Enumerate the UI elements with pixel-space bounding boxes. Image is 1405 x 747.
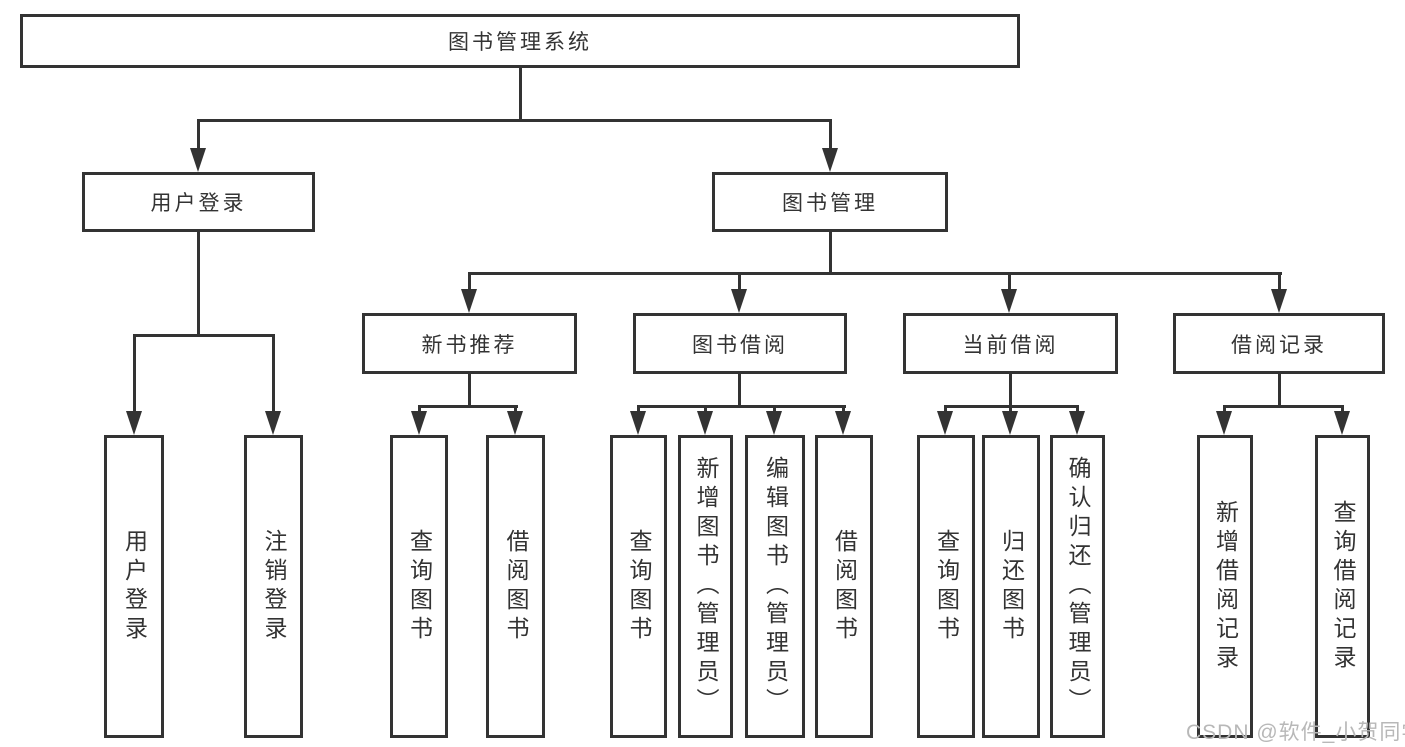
arrow-down-icon (731, 289, 747, 313)
arrow-down-icon (937, 411, 953, 435)
node-new-book-recommendation: 新书推荐 (362, 313, 577, 374)
node-label: 图书借阅 (692, 333, 788, 357)
connector-vline (197, 119, 200, 152)
leaf-label: 编辑图书（管理员） (762, 456, 789, 717)
connector-vline (829, 230, 832, 275)
connector-hline (468, 272, 1282, 275)
connector-vline (1223, 405, 1226, 415)
arrow-down-icon (697, 411, 713, 435)
node-label: 新书推荐 (421, 333, 518, 357)
connector-vline (944, 405, 947, 415)
connector-vline (738, 372, 741, 407)
connector-vline (1009, 372, 1012, 407)
arrow-down-icon (1271, 289, 1287, 313)
connector-vline (1076, 405, 1079, 415)
node-label: 图书管理 (782, 192, 878, 215)
leaf-add-books-admin: 新增图书（管理员） (678, 435, 733, 738)
arrow-down-icon (461, 289, 477, 313)
connector-vline (468, 372, 471, 407)
node-label: 借阅记录 (1231, 333, 1327, 357)
connector-vline (418, 405, 421, 415)
arrow-down-icon (126, 411, 142, 435)
connector-hline (1224, 405, 1344, 408)
node-book-borrowing: 图书借阅 (633, 313, 847, 374)
arrow-down-icon (1334, 411, 1350, 435)
leaf-query-books-borrow: 查询图书 (610, 435, 667, 738)
node-label: 图书管理系统 (448, 31, 592, 54)
leaf-label: 确认归还（管理员） (1065, 456, 1091, 717)
connector-vline (1008, 272, 1011, 294)
arrow-down-icon (411, 411, 427, 435)
connector-vline (197, 230, 200, 337)
connector-vline (133, 334, 136, 415)
node-label: 用户登录 (150, 192, 247, 215)
node-label: 当前借阅 (962, 333, 1059, 357)
leaf-label: 注销登录 (261, 528, 287, 645)
connector-vline (842, 405, 845, 415)
leaf-label: 新增图书（管理员） (693, 456, 719, 717)
leaf-label: 查询图书 (933, 528, 960, 645)
arrow-down-icon (822, 148, 838, 172)
leaf-borrow-books: 借阅图书 (815, 435, 873, 738)
connector-vline (773, 405, 776, 415)
leaf-add-borrow-record: 新增借阅记录 (1197, 435, 1253, 738)
node-user-login: 用户登录 (82, 172, 315, 232)
leaf-label: 用户登录 (121, 528, 148, 645)
arrow-down-icon (265, 411, 281, 435)
connector-vline (704, 405, 707, 415)
connector-vline (829, 119, 832, 152)
leaf-query-books-recommend: 查询图书 (390, 435, 448, 738)
arrow-down-icon (1069, 411, 1085, 435)
connector-vline (637, 405, 640, 415)
leaf-label: 查询图书 (406, 528, 433, 645)
arrow-down-icon (190, 148, 206, 172)
connector-vline (519, 66, 522, 122)
leaf-edit-books-admin: 编辑图书（管理员） (745, 435, 805, 738)
connector-vline (738, 272, 741, 294)
connector-hline (197, 119, 832, 122)
leaf-label: 查询图书 (626, 528, 652, 645)
arrow-down-icon (507, 411, 523, 435)
connector-vline (1341, 405, 1344, 415)
leaf-logout: 注销登录 (244, 435, 303, 738)
leaf-borrow-books-recommend: 借阅图书 (486, 435, 545, 738)
arrow-down-icon (1001, 289, 1017, 313)
leaf-user-login: 用户登录 (104, 435, 164, 738)
arrow-down-icon (1216, 411, 1232, 435)
node-library-management-system: 图书管理系统 (20, 14, 1020, 68)
node-borrowing-records: 借阅记录 (1173, 313, 1385, 374)
connector-hline (637, 405, 846, 408)
connector-vline (272, 334, 275, 415)
node-book-management: 图书管理 (712, 172, 948, 232)
leaf-query-books-current: 查询图书 (917, 435, 975, 738)
arrow-down-icon (835, 411, 851, 435)
leaf-label: 查询借阅记录 (1330, 499, 1356, 674)
arrow-down-icon (1002, 411, 1018, 435)
connector-vline (1278, 372, 1281, 407)
connector-vline (468, 272, 471, 294)
arrow-down-icon (630, 411, 646, 435)
csdn-watermark: CSDN @软件_小贺同学 (1186, 721, 1405, 744)
node-current-borrowing: 当前借阅 (903, 313, 1118, 374)
leaf-label: 借阅图书 (503, 528, 529, 645)
leaf-return-books: 归还图书 (982, 435, 1040, 738)
connector-vline (1009, 405, 1012, 415)
connector-hline (945, 405, 1079, 408)
connector-vline (514, 405, 517, 415)
connector-vline (1278, 272, 1281, 294)
leaf-label: 归还图书 (998, 528, 1025, 645)
leaf-query-borrow-record: 查询借阅记录 (1315, 435, 1370, 738)
connector-hline (133, 334, 275, 337)
connector-hline (418, 405, 518, 408)
leaf-label: 新增借阅记录 (1212, 499, 1239, 674)
leaf-label: 借阅图书 (831, 528, 858, 645)
arrow-down-icon (766, 411, 782, 435)
leaf-confirm-return-admin: 确认归还（管理员） (1050, 435, 1105, 738)
